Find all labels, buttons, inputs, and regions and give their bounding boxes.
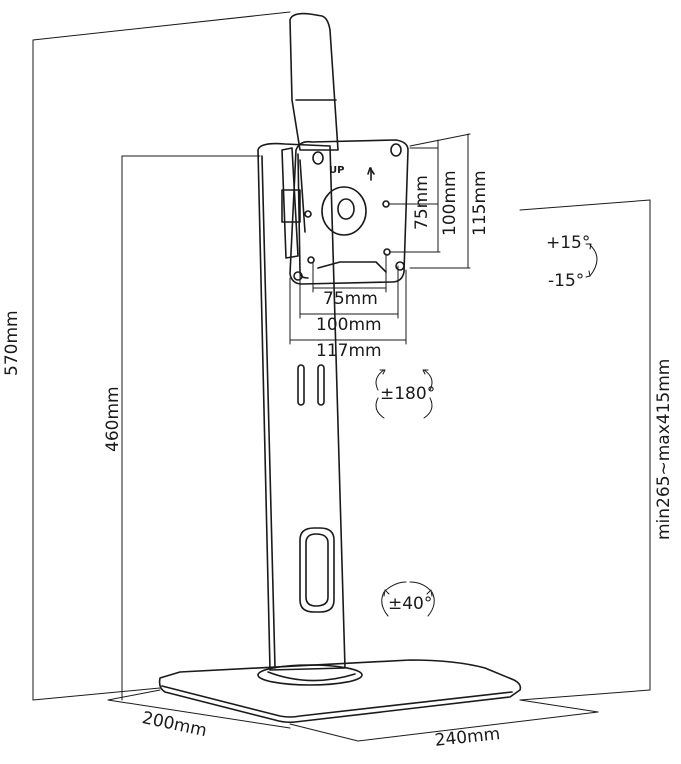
rotation-arrow-icon bbox=[375, 369, 433, 419]
overall-height-dimension bbox=[32, 11, 291, 701]
stand-base bbox=[158, 659, 522, 724]
pole-height-label: 460mm bbox=[103, 386, 123, 452]
mounting-arm bbox=[281, 12, 339, 259]
tilt-down-label: -15° bbox=[548, 271, 585, 291]
tilt-arrow-icon bbox=[585, 243, 598, 278]
stand-pole bbox=[257, 142, 346, 671]
pole-height-dimension bbox=[121, 155, 261, 701]
vesa-horizontal-100-label: 100mm bbox=[316, 315, 382, 335]
swivel-arrow-icon bbox=[381, 581, 435, 617]
base-dimensions bbox=[107, 689, 599, 742]
vesa-vertical-dimensions bbox=[389, 133, 471, 269]
plate-up-marking: UP bbox=[329, 165, 345, 176]
overall-height-label: 570mm bbox=[2, 310, 22, 376]
rotation-label: ±180° bbox=[380, 384, 436, 404]
plate-width-label: 117mm bbox=[316, 341, 382, 361]
vesa-horizontal-dimensions bbox=[289, 253, 407, 345]
plate-height-label: 115mm bbox=[470, 170, 490, 236]
height-range-dimension bbox=[519, 199, 651, 701]
height-range-label: min265~max415mm bbox=[654, 358, 674, 540]
swivel-label: ±40° bbox=[388, 594, 433, 614]
vesa-vertical-75-label: 75mm bbox=[412, 175, 432, 230]
vesa-vertical-100-label: 100mm bbox=[440, 170, 460, 236]
tilt-up-label: +15° bbox=[546, 233, 591, 253]
vesa-horizontal-75-label: 75mm bbox=[323, 289, 378, 309]
vesa-plate bbox=[289, 139, 409, 285]
